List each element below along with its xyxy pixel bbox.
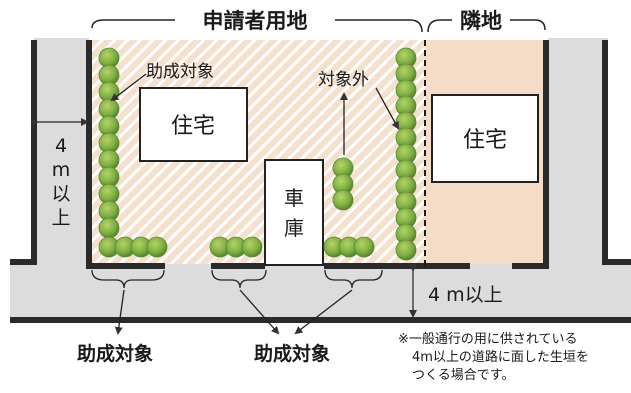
subsidy-target-top-label: 助成対象 xyxy=(146,62,214,82)
house-neighbor xyxy=(431,94,539,183)
garage xyxy=(264,159,324,266)
garage-label-2: 庫 xyxy=(284,216,304,240)
subsidy-target-bottom-center-label: 助成対象 xyxy=(254,342,330,365)
hedge-bush-bottom-right xyxy=(353,236,375,258)
road-edge-lines xyxy=(10,40,631,323)
subsidy-target-top-arrow xyxy=(110,73,147,102)
hedge-bush-left xyxy=(98,217,120,239)
left-road-width-box xyxy=(38,128,85,231)
left-road-width-num: 4 xyxy=(55,135,67,157)
note-line-1: ※一般通行の用に供されている xyxy=(398,331,578,347)
hedge-bush-side-garage xyxy=(332,189,354,211)
hedge-bush-boundary xyxy=(395,239,417,261)
left-road-width-l2: 上 xyxy=(51,207,70,229)
neighbor-land-label: 隣地 xyxy=(460,9,502,33)
left-road-width-unit: m xyxy=(52,159,71,181)
house-main-label: 住宅 xyxy=(171,114,215,139)
bottom-bracket-arrows xyxy=(114,289,353,335)
not-target-label: 対象外 xyxy=(318,70,369,90)
hedge-bush-bottom-center xyxy=(241,236,263,258)
top-dimension xyxy=(91,19,546,33)
bottom-road-width-label: 4 m以上 xyxy=(428,284,503,306)
garage-label-1: 車 xyxy=(284,186,304,210)
note-line-2: 4m以上の道路に面した生垣を xyxy=(412,349,589,365)
left-road-width-l1: 以 xyxy=(51,183,70,205)
house-main xyxy=(139,87,248,162)
house-neighbor-label: 住宅 xyxy=(463,128,507,153)
note-line-3: つくる場合です。 xyxy=(412,368,514,383)
hedge-bush-bottom-left xyxy=(146,236,168,258)
subsidy-target-bottom-left-label: 助成対象 xyxy=(77,342,153,365)
right-road xyxy=(548,38,608,264)
not-target-arrow-right xyxy=(375,87,399,130)
bottom-brackets xyxy=(91,269,383,289)
applicant-land-label: 申請者用地 xyxy=(203,9,308,33)
bottom-road xyxy=(10,262,631,320)
hedge-group xyxy=(98,47,417,261)
